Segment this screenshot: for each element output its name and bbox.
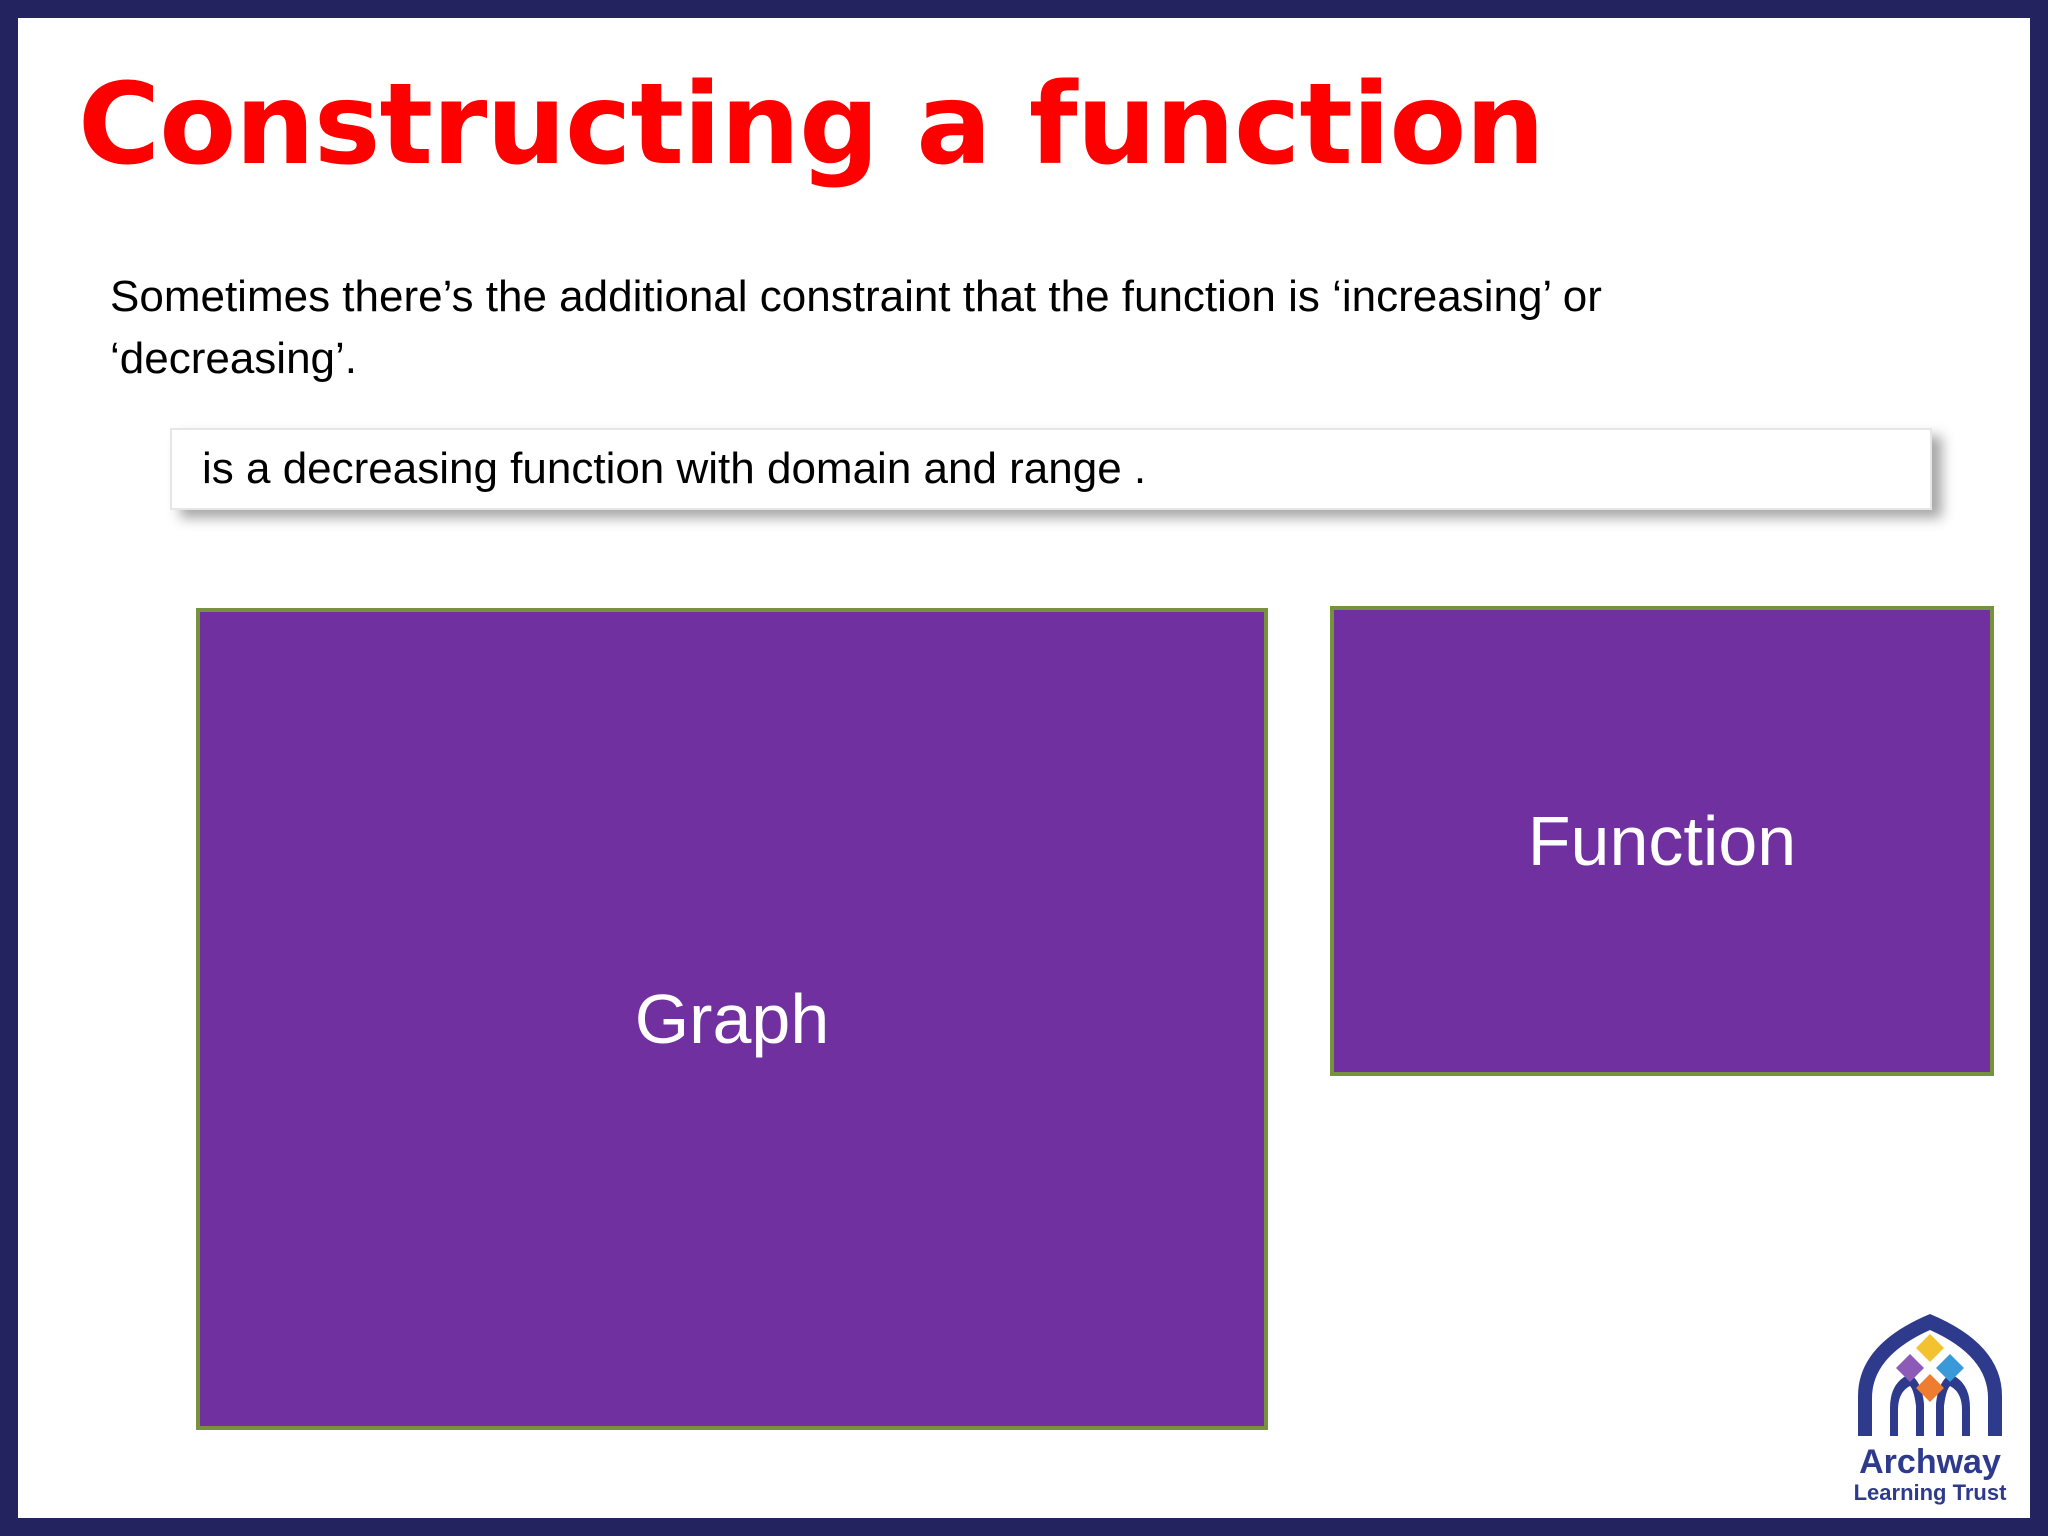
logo-text-learning-trust: Learning Trust bbox=[1853, 1480, 2007, 1505]
function-panel[interactable]: Function bbox=[1330, 606, 1994, 1076]
archway-logo: Archway Learning Trust bbox=[1840, 1304, 2020, 1514]
slide-title: Constructing a function bbox=[78, 60, 1545, 190]
constraint-text: is a decreasing function with domain and… bbox=[202, 444, 1147, 493]
function-label: Function bbox=[1527, 802, 1797, 880]
graph-panel[interactable]: Graph bbox=[196, 608, 1268, 1430]
constraint-box: is a decreasing function with domain and… bbox=[170, 428, 1932, 510]
graph-label: Graph bbox=[634, 980, 830, 1058]
logo-text-archway: Archway bbox=[1859, 1443, 2001, 1481]
archway-arch-icon bbox=[1858, 1314, 2002, 1436]
intro-text: Sometimes there’s the additional constra… bbox=[110, 272, 1602, 383]
